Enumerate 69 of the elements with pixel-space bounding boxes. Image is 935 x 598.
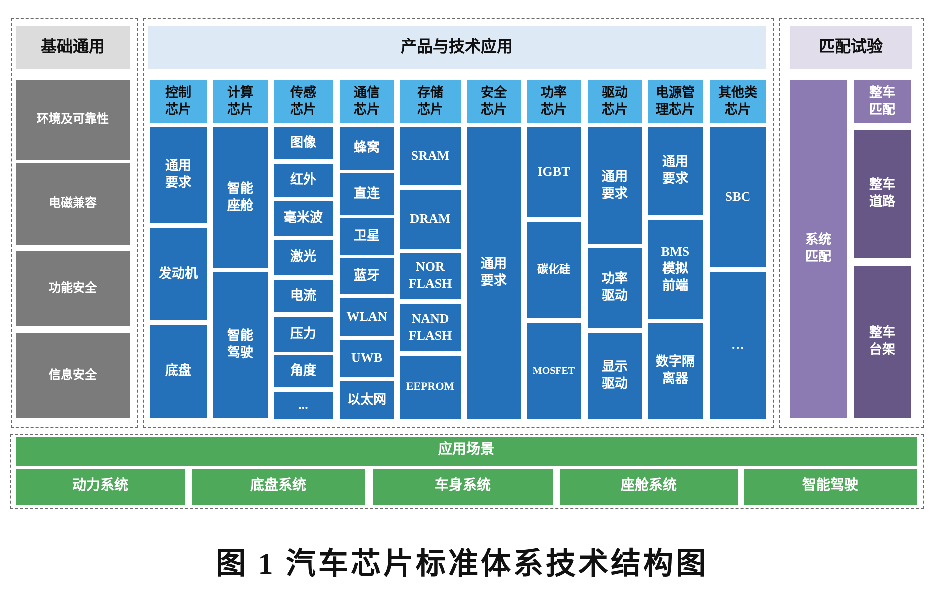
topic-block: ... <box>274 392 333 419</box>
standard-block: 电磁兼容 <box>16 163 130 245</box>
topic-block: 智能驾驶 <box>213 272 268 418</box>
section-heading: 基础通用 <box>16 26 130 69</box>
scenario-block: 动力系统 <box>16 469 185 505</box>
test-block: 整车道路 <box>854 130 911 258</box>
topic-block: 以太网 <box>340 381 394 419</box>
topic-block: 蜂窝 <box>340 127 394 170</box>
column-header: 其他类芯片 <box>710 80 766 123</box>
topic-block: MOSFET <box>527 323 581 419</box>
topic-block: NAND FLASH <box>400 304 461 351</box>
topic-block: DRAM <box>400 190 461 249</box>
topic-block: BMS模拟前端 <box>648 220 703 319</box>
scenario-block: 智能驾驶 <box>744 469 917 505</box>
topic-block: 功率驱动 <box>588 248 642 328</box>
dashed-group-frame <box>10 434 924 509</box>
topic-block: 通用要求 <box>588 127 642 244</box>
test-block: 系统匹配 <box>790 80 847 418</box>
topic-block: WLAN <box>340 298 394 336</box>
topic-block: 发动机 <box>150 228 207 320</box>
section-heading: 产品与技术应用 <box>148 26 766 69</box>
topic-block: 直连 <box>340 173 394 215</box>
topic-block: 数字隔离器 <box>648 323 703 419</box>
dashed-group-frame <box>143 18 774 428</box>
topic-block: EEPROM <box>400 356 461 419</box>
topic-block: 通用要求 <box>467 127 521 419</box>
column-header: 电源管理芯片 <box>648 80 703 123</box>
test-block: 整车匹配 <box>854 80 911 123</box>
topic-block: 蓝牙 <box>340 258 394 294</box>
topic-block: 红外 <box>274 164 333 197</box>
topic-block: 碳化硅 <box>527 222 581 318</box>
dashed-group-frame <box>779 18 924 428</box>
scenario-block: 座舱系统 <box>560 469 738 505</box>
dashed-group-frame <box>11 18 138 428</box>
topic-block: 通用要求 <box>150 127 207 223</box>
topic-block: 角度 <box>274 355 333 387</box>
standard-block: 信息安全 <box>16 333 130 418</box>
standard-block: 功能安全 <box>16 251 130 326</box>
column-header: 传感芯片 <box>274 80 333 123</box>
topic-block: 电流 <box>274 280 333 312</box>
column-header: 存储芯片 <box>400 80 461 123</box>
topic-block: 卫星 <box>340 218 394 255</box>
topic-block: 通用要求 <box>648 127 703 215</box>
topic-block: 底盘 <box>150 325 207 418</box>
column-header: 通信芯片 <box>340 80 394 123</box>
topic-block: 激光 <box>274 240 333 275</box>
column-header: 驱动芯片 <box>588 80 642 123</box>
standard-block: 环境及可靠性 <box>16 80 130 160</box>
scenario-block: 底盘系统 <box>192 469 365 505</box>
topic-block: UWB <box>340 340 394 377</box>
section-heading: 匹配试验 <box>790 26 912 69</box>
topic-block: 显示驱动 <box>588 333 642 419</box>
column-header: 安全芯片 <box>467 80 521 123</box>
topic-block: NOR FLASH <box>400 253 461 299</box>
section-heading: 应用场景 <box>16 437 917 466</box>
scenario-block: 车身系统 <box>373 469 553 505</box>
column-header: 计算芯片 <box>213 80 268 123</box>
column-header: 控制芯片 <box>150 80 207 123</box>
topic-block: 压力 <box>274 317 333 352</box>
topic-block: 毫米波 <box>274 201 333 236</box>
topic-block: SBC <box>710 127 766 267</box>
test-block: 整车台架 <box>854 266 911 418</box>
topic-block: 图像 <box>274 127 333 159</box>
column-header: 功率芯片 <box>527 80 581 123</box>
figure-caption: 图 1 汽车芯片标准体系技术结构图 <box>216 547 708 583</box>
topic-block: SRAM <box>400 127 461 185</box>
topic-block: IGBT <box>527 127 581 217</box>
topic-block: … <box>710 272 766 419</box>
topic-block: 智能座舱 <box>213 127 268 268</box>
